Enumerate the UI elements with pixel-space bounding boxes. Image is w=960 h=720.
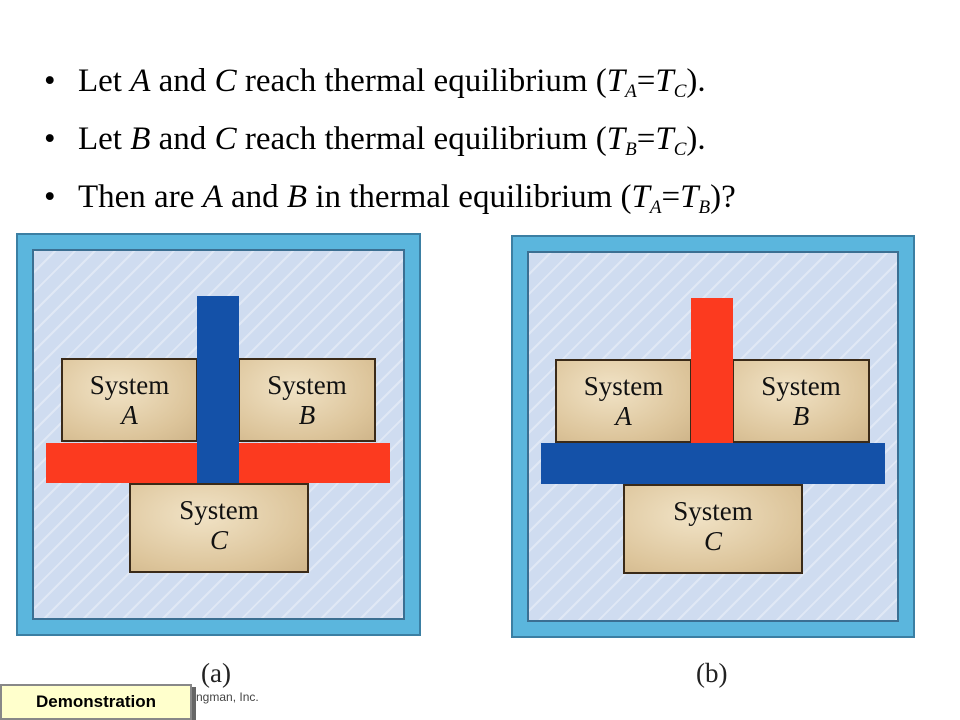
panel-b-vertical-bar — [691, 298, 733, 443]
panel-a-system-a: System A — [61, 358, 198, 442]
panel-a-vertical-bar — [197, 296, 239, 483]
panel-b-horizontal-bar — [541, 443, 885, 484]
panel-b-system-c: System C — [623, 484, 803, 574]
bullet-3: •Then are A and B in thermal equilibrium… — [44, 179, 736, 218]
bullet-1: •Let A and C reach thermal equilibrium (… — [44, 63, 706, 102]
panel-b-caption: (b) — [696, 658, 728, 688]
panel-b-system-b: System B — [732, 359, 870, 443]
panel-a-system-c: System C — [129, 483, 309, 573]
bullet-list: •Let A and C reach thermal equilibrium (… — [44, 52, 736, 226]
demonstration-button[interactable]: Demonstration — [0, 684, 192, 720]
panel-a-caption: (a) — [201, 658, 231, 688]
bullet-2: •Let B and C reach thermal equilibrium (… — [44, 121, 706, 160]
publisher-credit: ngman, Inc. — [196, 690, 259, 704]
panel-a-system-b: System B — [238, 358, 376, 442]
panel-b-system-a: System A — [555, 359, 692, 443]
